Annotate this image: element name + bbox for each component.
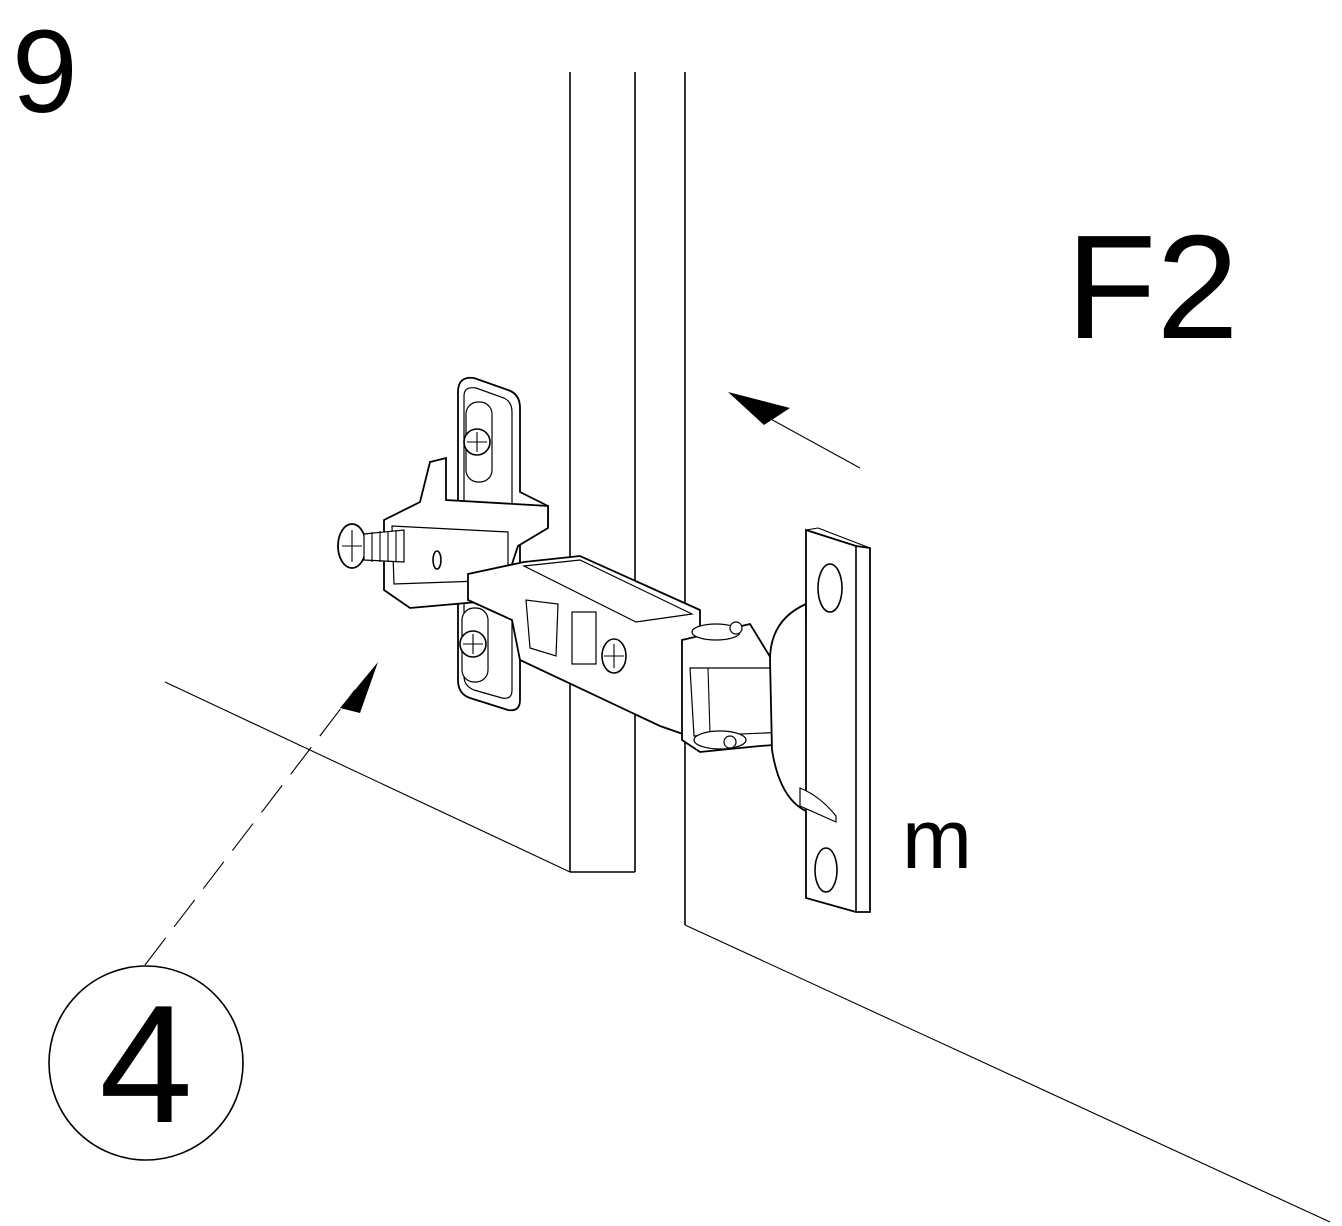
plate-bottom-hole xyxy=(814,847,838,893)
cabinet-side-panel xyxy=(164,72,636,873)
callout-circle: 4 xyxy=(48,965,244,1161)
callout-number: 4 xyxy=(99,970,192,1158)
part-code-label: F2 xyxy=(1066,205,1239,370)
step-number: 9 xyxy=(12,6,78,138)
hardware-label: m xyxy=(902,792,972,886)
hinge-mounting-plate xyxy=(457,376,549,712)
hinge-cup xyxy=(769,602,809,814)
callout-leader-arrow-icon xyxy=(144,662,378,966)
hinge-assembly xyxy=(337,376,871,913)
plate-bottom-screw-icon xyxy=(459,607,489,683)
door-panel xyxy=(684,72,1331,1223)
door-mounting-plate xyxy=(799,527,871,913)
arm-screw-icon xyxy=(601,638,627,674)
plate-top-hole xyxy=(817,563,843,613)
hinge-arm xyxy=(467,555,701,742)
adjustment-screw-icon xyxy=(337,523,405,569)
direction-arrow-icon xyxy=(728,392,861,469)
plate-top-screw-icon xyxy=(463,401,493,483)
